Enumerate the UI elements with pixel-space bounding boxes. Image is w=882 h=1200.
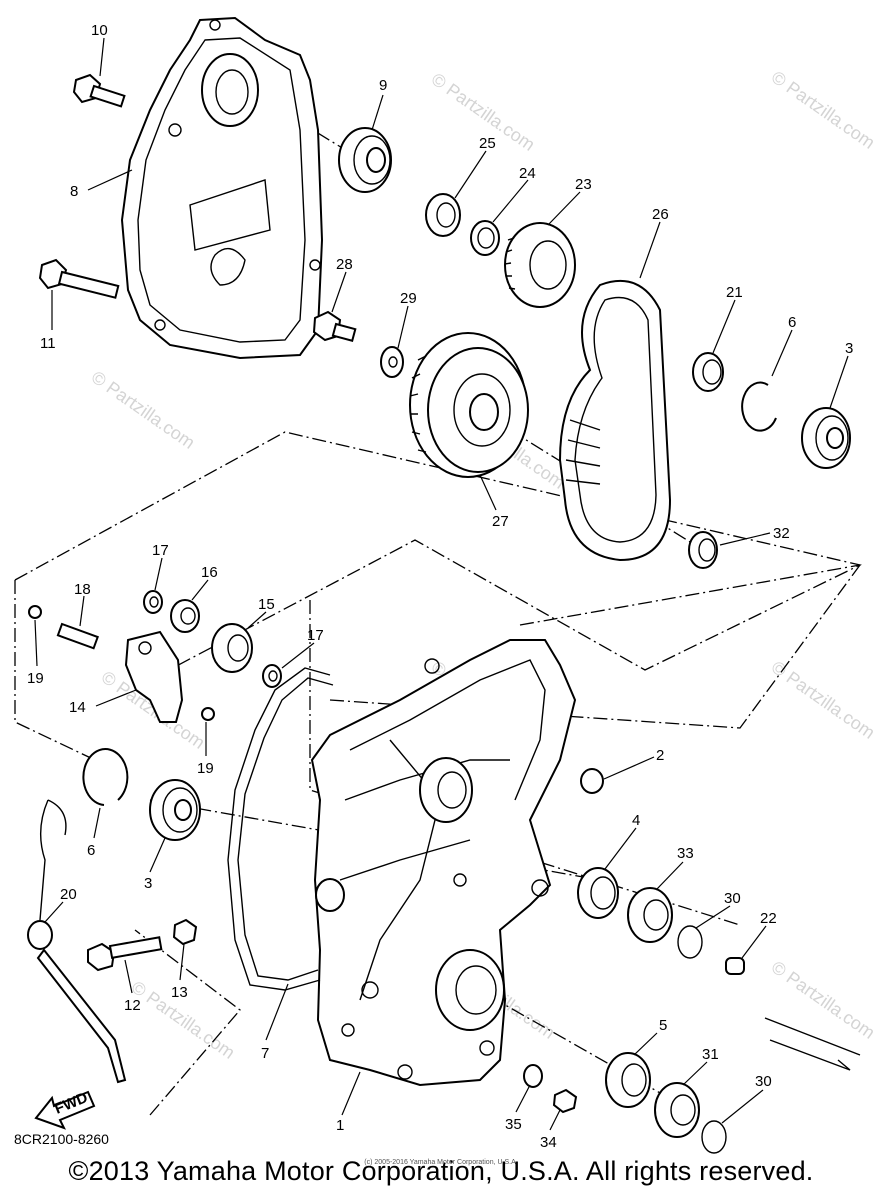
callout-12: 12 (124, 997, 141, 1014)
watermark: © Partzilla.com (768, 957, 879, 1043)
callout-28: 28 (336, 256, 353, 273)
callout-labels: 10 9 8 25 24 23 26 28 29 21 6 3 11 27 32… (27, 22, 853, 1151)
seal-5 (605, 1052, 651, 1108)
callout-24: 24 (519, 165, 536, 182)
callout-30b: 30 (755, 1073, 772, 1090)
dipstick-20 (27, 799, 127, 1084)
ring-30a (677, 925, 703, 959)
washer-24 (470, 220, 500, 256)
callout-27: 27 (492, 513, 509, 530)
clip-19b (201, 707, 215, 721)
bolt-11 (38, 258, 120, 299)
callout-19b: 19 (197, 760, 214, 777)
watermark: © Partzilla.com (768, 67, 879, 153)
callout-34: 34 (540, 1134, 557, 1151)
chain-cover (120, 16, 324, 360)
callout-17b: 17 (307, 627, 324, 644)
callout-2: 2 (656, 747, 664, 764)
collar-21 (692, 352, 724, 392)
shaft-stub (764, 1017, 861, 1071)
seal-25 (425, 193, 461, 237)
bolt-28 (312, 310, 357, 342)
callout-3a: 3 (845, 340, 853, 357)
callout-19a: 19 (27, 670, 44, 687)
callout-31: 31 (702, 1046, 719, 1063)
ring-30b (701, 1120, 727, 1154)
callout-6b: 6 (87, 842, 95, 859)
plug-22 (725, 957, 745, 975)
copyright-footer: ©2013 Yamaha Motor Corporation, U.S.A. A… (68, 1156, 814, 1186)
washer-29 (380, 346, 404, 378)
callout-33: 33 (677, 845, 694, 862)
o-ring-small (424, 658, 440, 674)
watermark: © Partzilla.com (88, 367, 199, 453)
tensioner-arm-14 (124, 630, 184, 723)
callout-23: 23 (575, 176, 592, 193)
callout-6a: 6 (788, 314, 796, 331)
watermark: © Partzilla.com (768, 657, 879, 743)
callout-3b: 3 (144, 875, 152, 892)
roller-15 (211, 623, 253, 673)
callout-11: 11 (40, 335, 56, 352)
callout-9: 9 (379, 77, 387, 94)
callout-15: 15 (258, 596, 275, 613)
bolt-34 (552, 1088, 578, 1114)
bearing-16 (170, 599, 200, 633)
bearing-3a (801, 407, 851, 469)
callout-25: 25 (479, 135, 496, 152)
callout-35: 35 (505, 1116, 522, 1133)
circlip-6a (741, 381, 777, 432)
copyright-small-note: (c) 2005-2016 Yamaha Motor Corporation, … (364, 1159, 518, 1166)
callout-4: 4 (632, 812, 640, 829)
callout-26: 26 (652, 206, 669, 223)
bearing-9 (338, 127, 392, 193)
sprocket-23 (504, 222, 576, 308)
bearing-3b (149, 779, 201, 841)
leader-lines (34, 37, 849, 1131)
washer-17b (262, 664, 282, 688)
callout-21: 21 (726, 284, 743, 301)
chaincase-1 (310, 639, 577, 1087)
drive-chain-26 (558, 280, 672, 562)
callout-16: 16 (201, 564, 218, 581)
callout-17a: 17 (152, 542, 169, 559)
callout-10: 10 (91, 22, 108, 39)
callout-13: 13 (171, 984, 188, 1001)
cap-2 (580, 768, 604, 794)
bolt-12 (87, 936, 163, 972)
shaft-18 (56, 622, 99, 650)
sprocket-27 (409, 332, 529, 478)
bearing-31 (654, 1082, 700, 1138)
callout-18: 18 (74, 581, 91, 598)
callout-7: 7 (261, 1045, 269, 1062)
gasket-7 (227, 667, 334, 991)
callout-22: 22 (760, 910, 777, 927)
washer-17a (143, 590, 163, 614)
clip-19a (28, 605, 42, 619)
callout-30a: 30 (724, 890, 741, 907)
bolt-10 (72, 73, 126, 108)
callout-29: 29 (400, 290, 417, 307)
washer-35 (523, 1064, 543, 1088)
diagram-code: 8CR2100-8260 (14, 1131, 109, 1147)
seal-32 (688, 531, 718, 569)
callout-14: 14 (69, 699, 86, 716)
callout-8: 8 (70, 183, 78, 200)
circlip-6b (82, 748, 129, 806)
fwd-arrow-icon: FWD (34, 1089, 96, 1130)
bearing-33 (627, 887, 673, 943)
nut-13 (172, 918, 198, 946)
callout-1: 1 (336, 1117, 344, 1134)
callout-32: 32 (773, 525, 790, 542)
callout-5: 5 (659, 1017, 667, 1034)
seal-4 (577, 867, 619, 919)
callout-20: 20 (60, 886, 77, 903)
